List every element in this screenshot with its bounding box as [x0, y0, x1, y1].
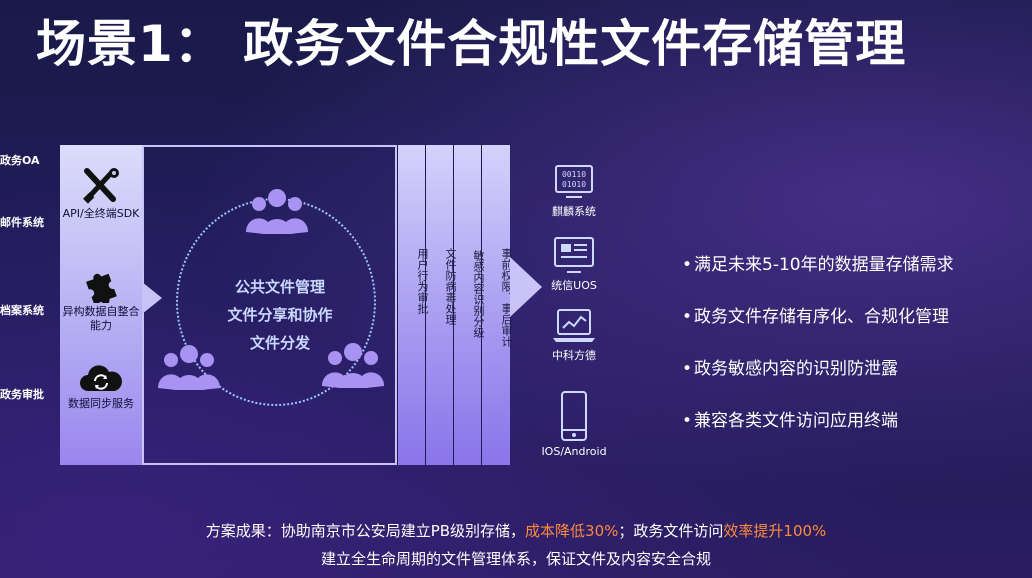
vbar-approval — [397, 145, 426, 465]
device-label: 中科方德 — [552, 349, 596, 362]
device-label: 麒麟系统 — [552, 205, 596, 218]
puzzle-icon — [86, 273, 117, 303]
left-item-label: 异构数据自整合能力 — [62, 305, 140, 332]
group-users-icon — [322, 343, 384, 388]
vbar-label: 文件防病毒处理 — [444, 248, 457, 325]
page-title: 场景1： 政务文件合规性文件存储管理 — [36, 15, 907, 73]
vbar-sensitive — [453, 145, 482, 465]
result-line-2: 建立全生命周期的文件管理体系，保证文件及内容安全合规 — [320, 550, 711, 568]
vbar-audit — [481, 145, 510, 465]
monitor-doc-icon — [554, 237, 594, 273]
center-line-1: 公共文件管理 — [234, 278, 325, 296]
device-kylin: 00110 01010 麒麟系统 — [534, 164, 614, 219]
vbar-label: 敏感内容识别分级 — [472, 250, 485, 338]
binary-server-icon: 00110 01010 — [555, 165, 593, 198]
benefit-item: •满足未来5-10年的数据量存储需求 — [682, 255, 954, 275]
svg-text:00110: 00110 — [562, 170, 586, 179]
core-platform-box — [142, 145, 397, 465]
group-users-icon — [158, 345, 220, 390]
benefits-list: •满足未来5-10年的数据量存储需求 •政务文件存储有序化、合规化管理 •政务敏… — [682, 250, 954, 458]
vbar-label: 事前权限、事后审计 — [500, 248, 513, 347]
cost-highlight: 成本降低30% — [525, 522, 619, 540]
result-line-1: 方案成果：协助南京市公安局建立PB级别存储，成本降低30%；政务文件访问效率提升… — [205, 522, 827, 540]
left-item-label: API/全终端SDK — [62, 207, 140, 220]
tools-icon — [83, 168, 119, 204]
inflow-arrow — [142, 282, 162, 314]
left-item-sync: 数据同步服务 — [60, 363, 142, 411]
laptop-chart-icon — [553, 309, 595, 342]
vbar-label: 用户行为审批 — [416, 248, 429, 314]
cloud-sync-icon — [80, 365, 122, 391]
benefit-item: •政务文件存储有序化、合规化管理 — [682, 307, 950, 327]
left-item-integration: 异构数据自整合能力 — [60, 267, 142, 333]
svg-text:01010: 01010 — [562, 180, 586, 189]
device-mobile: IOS/Android — [534, 390, 614, 458]
group-users-icon — [246, 189, 308, 234]
benefit-item: •兼容各类文件访问应用终端 — [682, 411, 899, 431]
outflow-arrow — [510, 257, 542, 317]
center-line-2: 文件分享和协作 — [227, 306, 333, 324]
center-line-3: 文件分发 — [249, 334, 310, 352]
benefit-item: •政务敏感内容的识别防泄露 — [682, 359, 899, 379]
vbar-antivirus — [425, 145, 454, 465]
source-label-mail: 邮件系统 — [0, 216, 44, 229]
device-label: 统信UOS — [551, 279, 597, 292]
source-label-approval: 政务审批 — [0, 388, 44, 401]
phone-icon — [561, 391, 587, 441]
efficiency-highlight: 效率提升100% — [723, 522, 827, 540]
source-label-archive: 档案系统 — [0, 304, 44, 317]
device-label: IOS/Android — [541, 445, 607, 458]
integration-column: API/全终端SDK 异构数据自整合能力 数据同步服务 — [60, 145, 142, 465]
device-nfs: 中科方德 — [534, 308, 614, 363]
source-label-oa: 政务OA — [0, 154, 40, 167]
left-item-label: 数据同步服务 — [68, 397, 134, 410]
left-item-sdk: API/全终端SDK — [60, 167, 142, 221]
device-uos: 统信UOS — [534, 236, 614, 293]
